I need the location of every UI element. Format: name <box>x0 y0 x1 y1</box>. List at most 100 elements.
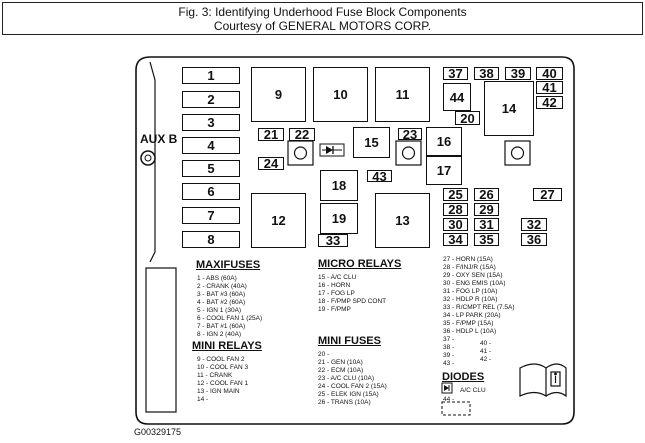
right-fuse-item: 36 - HDLP L (10A) <box>443 328 497 335</box>
mini-fuse-item: 22 - ECM (10A) <box>318 367 364 374</box>
figure-header: Fig. 3: Identifying Underhood Fuse Block… <box>2 2 643 35</box>
fuse-box-25: 25 <box>443 187 468 202</box>
mini-fuses-heading: MINI FUSES <box>318 335 381 347</box>
right-fuse-item: 27 - HORN (15A) <box>443 256 493 263</box>
mini-relay-item: 12 - COOL FAN 1 <box>197 380 249 387</box>
mini-fuse-item: 26 - TRANS (10A) <box>318 399 371 406</box>
fuse-box-44: 44 <box>443 83 471 111</box>
fuse-box-33: 33 <box>318 233 348 248</box>
maxifuse-item: 8 - IGN 2 (40A) <box>197 331 242 338</box>
fuse-box-29: 29 <box>474 202 499 217</box>
maxifuse-item: 6 - COOL FAN 1 (25A) <box>197 315 263 322</box>
maxifuse-item: 2 - CRANK (40A) <box>197 283 247 290</box>
fuse-box-40: 40 <box>536 66 563 81</box>
maxifuse-item: 3 - BAT #3 (60A) <box>197 291 246 298</box>
legend-diode-slot <box>441 401 471 416</box>
fuse-box-9: 9 <box>251 67 306 122</box>
fuse-box-36: 36 <box>521 232 547 247</box>
maxifuse-item: 1 - ABS (60A) <box>197 275 237 282</box>
aux-b-label: AUX B <box>140 132 178 146</box>
right-fuse-item: 42 - <box>480 356 492 363</box>
micro-relay-item: 16 - HORN <box>318 282 351 289</box>
fuse-box-15: 15 <box>353 127 390 158</box>
fuse-box-1: 1 <box>182 67 240 84</box>
aux-b-stud <box>140 150 156 166</box>
fuse-box-16: 16 <box>426 127 462 156</box>
fuse-box-5: 5 <box>182 160 240 177</box>
fuse-box-26: 26 <box>474 187 499 202</box>
mini-fuse-item: 25 - ELEK IGN (15A) <box>318 391 379 398</box>
fuse-box-8: 8 <box>182 231 240 248</box>
right-fuse-item: 32 - HDLP R (10A) <box>443 296 498 303</box>
mini-fuse-item: 24 - COOL FAN 2 (15A) <box>318 383 387 390</box>
fuse-box-31: 31 <box>474 217 499 232</box>
maxifuse-item: 4 - BAT #2 (60A) <box>197 299 246 306</box>
right-fuse-list: 27 - HORN (15A)28 - F/INJ/R (15A)29 - OX… <box>443 256 515 368</box>
manual-book-icon <box>519 363 567 398</box>
fuse-box-23: 23 <box>398 127 422 142</box>
fuse-box-20: 20 <box>455 111 480 126</box>
right-fuse-item: 31 - FOG LP (10A) <box>443 288 498 295</box>
fuse-box-24: 24 <box>258 156 284 171</box>
figure-courtesy: Courtesy of GENERAL MOTORS CORP. <box>213 19 432 33</box>
inner-bracket-line <box>149 61 156 263</box>
fuse-box-34: 34 <box>443 232 468 247</box>
figure-code: G00329175 <box>134 427 182 437</box>
right-fuse-item: 34 - LP PARK (20A) <box>443 312 501 319</box>
mini-fuse-item: 20 - <box>318 351 330 358</box>
fuse-box-30: 30 <box>443 217 468 232</box>
micro-relay-item: 17 - FOG LP <box>318 290 355 297</box>
fuse-box-35: 35 <box>474 232 499 247</box>
fuse-box-38: 38 <box>474 66 499 81</box>
legend-diode-icon <box>441 382 453 394</box>
fuse-box-32: 32 <box>521 217 547 232</box>
fuse-block-outline <box>135 56 575 425</box>
diode-symbol-icon <box>319 143 345 157</box>
right-fuse-item: 30 - ENG EMIS (10A) <box>443 280 506 287</box>
diode-ac-clu: A/C CLU <box>460 387 486 394</box>
fuse-box-6: 6 <box>182 183 240 200</box>
maxifuses-list: 1 - ABS (60A)2 - CRANK (40A)3 - BAT #3 (… <box>197 275 262 339</box>
right-fuse-item: 37 - <box>443 336 455 343</box>
mini-relay-item: 14 - <box>197 396 209 403</box>
fuse-box-18: 18 <box>320 170 358 201</box>
maxifuses-heading: MAXIFUSES <box>196 259 261 271</box>
micro-relay-item: 18 - F/PMP SPD CONT <box>318 298 387 305</box>
fuse-box-41: 41 <box>536 80 563 95</box>
fuse-box-19: 19 <box>320 203 358 234</box>
fuse-box-4: 4 <box>182 137 240 154</box>
mini-fuses-list: 20 -21 - GEN (10A)22 - ECM (10A)23 - A/C… <box>318 351 387 407</box>
right-fuse-item: 43 - <box>443 360 455 367</box>
fuse-box-39: 39 <box>505 66 531 81</box>
diodes-heading: DIODES <box>442 371 485 383</box>
mini-fuse-item: 21 - GEN (10A) <box>318 359 363 366</box>
legend-connector-strip <box>145 267 177 413</box>
mini-relay-item: 11 - CRANK <box>197 372 233 379</box>
fuse-box-21: 21 <box>258 127 284 142</box>
diode-44: 44 - <box>443 396 455 403</box>
fuse-box-10: 10 <box>313 67 368 122</box>
right-fuse-item: 39 - <box>443 352 455 359</box>
right-fuse-item: 41 - <box>480 348 492 355</box>
right-fuse-item: 40 - <box>480 340 492 347</box>
fuse-box-17: 17 <box>426 156 462 185</box>
micro-relays-heading: MICRO RELAYS <box>318 258 402 270</box>
fuse-box-14: 14 <box>484 81 534 136</box>
right-fuse-item: 33 - R/CMPT REL (7.5A) <box>443 304 515 311</box>
right-fuse-item: 35 - F/PMP (15A) <box>443 320 494 327</box>
fuse-box-22: 22 <box>289 127 315 142</box>
maxifuse-item: 7 - BAT #1 (60A) <box>197 323 246 330</box>
right-fuse-item: 28 - F/INJ/R (15A) <box>443 264 496 271</box>
fuse-box-28: 28 <box>443 202 468 217</box>
fuse-box-3: 3 <box>182 114 240 131</box>
mini-relays-heading: MINI RELAYS <box>192 340 262 352</box>
stud-center-icon <box>401 146 416 160</box>
fuse-box-37: 37 <box>443 66 468 81</box>
fuse-box-2: 2 <box>182 91 240 108</box>
figure-title: Fig. 3: Identifying Underhood Fuse Block… <box>178 5 467 19</box>
stud-left-icon <box>293 146 308 160</box>
fuse-box-12: 12 <box>251 193 306 248</box>
